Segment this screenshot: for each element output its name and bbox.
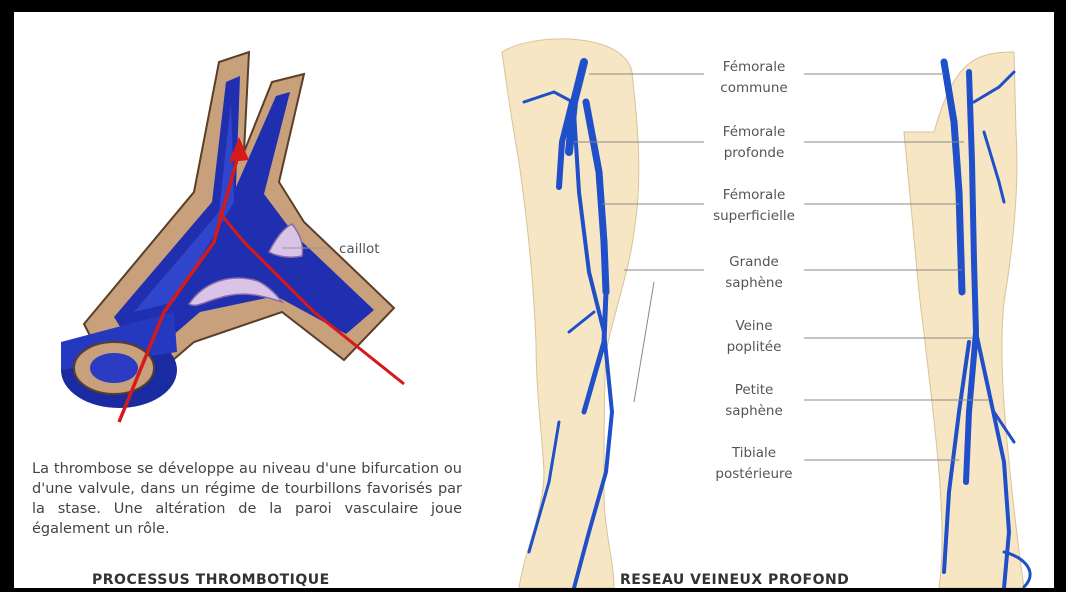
label-7-line1: Tibiale (731, 445, 776, 461)
label-3-line1: Fémorale (723, 187, 786, 203)
right-footer-title: RESEAU VEINEUX PROFOND (620, 572, 849, 588)
venous-network-diagram: Fémorale commune Fémorale profonde Fémor… (14, 12, 1054, 588)
vein-labels: Fémorale commune Fémorale profonde Fémor… (713, 59, 795, 482)
label-4-line1: Grande (729, 254, 779, 270)
label-7-line2: postérieure (715, 466, 792, 482)
label-6-line1: Petite (735, 382, 774, 398)
diagram-panel: caillot La thrombose se développe au niv… (14, 12, 1054, 588)
label-6-line2: saphène (725, 403, 783, 419)
label-2-line2: profonde (724, 145, 785, 161)
label-5-line2: poplitée (727, 339, 782, 355)
label-3-line2: superficielle (713, 208, 795, 224)
label-4-line2: saphène (725, 275, 783, 291)
label-1-line1: Fémorale (723, 59, 786, 75)
label-5-line1: Veine (735, 318, 772, 334)
leader-grande-saphene-down (634, 282, 654, 402)
label-1-line2: commune (720, 80, 787, 96)
label-2-line1: Fémorale (723, 124, 786, 140)
